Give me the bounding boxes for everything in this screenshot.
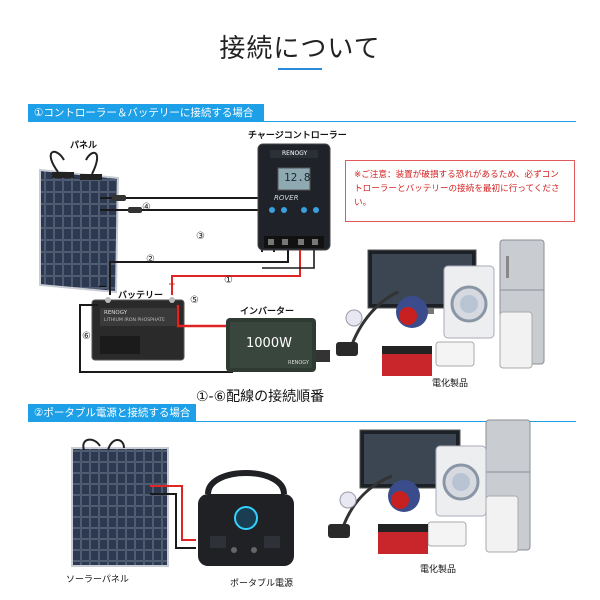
- power-station-label: ポータブル電源: [230, 579, 294, 589]
- inverter-brand: RENOGY: [288, 360, 309, 366]
- section2-divider: [28, 421, 576, 422]
- panel-wires: [100, 195, 275, 252]
- controller-label: チャージコントローラー: [248, 131, 347, 141]
- wire-number-1: ①: [224, 275, 233, 286]
- solar-panel-label-2: ソーラーパネル: [66, 575, 129, 585]
- inverter-wattage: 1000W: [246, 336, 292, 351]
- controller-brand: RENOGY: [282, 150, 308, 157]
- appliances-group-1: [336, 239, 545, 376]
- solar-panel-1: [39, 150, 120, 294]
- battery-plus: +: [168, 280, 176, 290]
- charge-controller: [257, 143, 331, 251]
- wire-number-2: ②: [146, 254, 155, 265]
- battery: [91, 297, 185, 361]
- warning-box: ※ご注意：装置が破損する恐れがあるため、必ずコントローラーとバッテリーの接続を最…: [345, 160, 575, 222]
- appliances-label-2: 電化製品: [420, 565, 457, 575]
- wiring-order-caption: ①-⑥配線の接続順番: [196, 389, 325, 405]
- solar-panel-2: [71, 438, 169, 567]
- section2-wires: [150, 485, 196, 549]
- inverter-label: インバーター: [240, 307, 295, 317]
- battery-brand: RENOGY: [104, 310, 128, 316]
- wire-number-4: ④: [142, 202, 151, 213]
- controller-model: ROVER: [274, 194, 299, 202]
- battery-minus: ー: [98, 283, 108, 293]
- appliances-label-1: 電化製品: [432, 379, 469, 389]
- panel-label: パネル: [70, 141, 98, 151]
- section1-header: ①コントローラー＆バッテリーに接続する場合: [28, 104, 264, 122]
- title-underline: [278, 68, 322, 70]
- appliances-group-2: [328, 419, 531, 554]
- wire-number-5: ⑤: [190, 295, 199, 306]
- battery-text: LITHIUM IRON PHOSPHATE: [104, 318, 165, 323]
- page-title: 接続について: [219, 34, 381, 64]
- controller-battery-wires: [109, 250, 315, 295]
- section2-header: ②ポータブル電源と接続する場合: [28, 404, 196, 422]
- wire-number-3: ③: [196, 231, 205, 242]
- controller-display: 12.8: [284, 171, 311, 184]
- inverter: [226, 318, 330, 372]
- portable-power-station: [198, 470, 294, 566]
- section1-divider: [28, 121, 576, 122]
- wire-number-6: ⑥: [82, 331, 91, 342]
- battery-label: バッテリー: [118, 291, 164, 301]
